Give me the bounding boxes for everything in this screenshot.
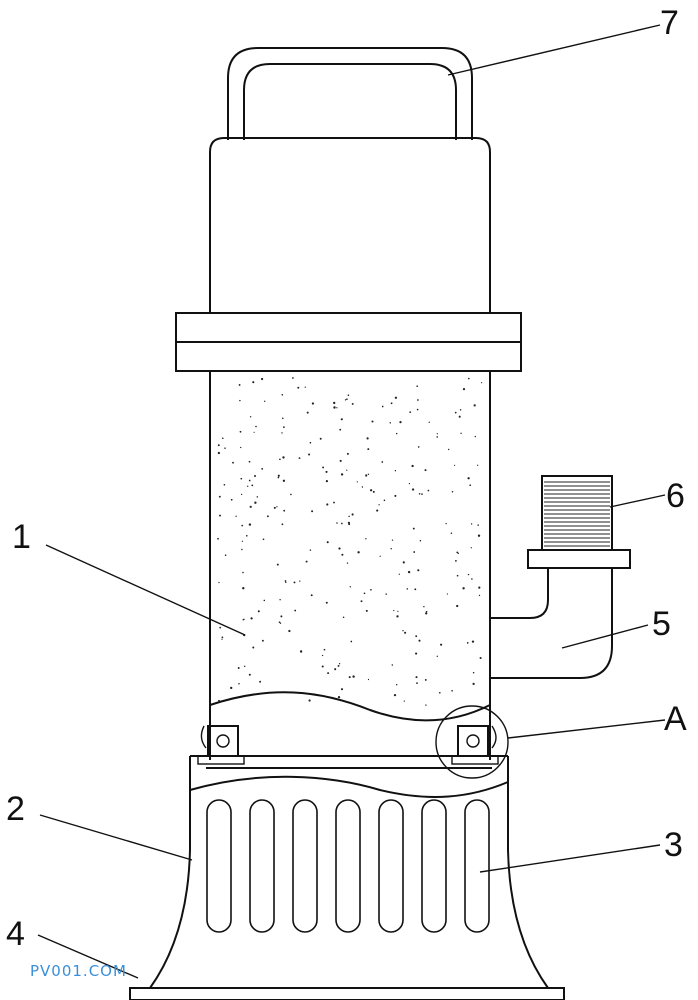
strainer-slots xyxy=(206,799,490,933)
label-6: 6 xyxy=(666,477,685,515)
clamp-left xyxy=(197,725,245,765)
detail-circle-a xyxy=(435,705,509,779)
label-3: 3 xyxy=(664,826,683,864)
outlet-flange xyxy=(527,549,631,569)
threaded-connector xyxy=(541,475,613,551)
label-1: 1 xyxy=(12,518,31,556)
label-2: 2 xyxy=(6,790,25,828)
handle xyxy=(227,47,473,140)
clamp-right xyxy=(451,725,499,765)
label-a: A xyxy=(664,700,687,738)
label-5: 5 xyxy=(652,605,671,643)
flange xyxy=(175,312,522,372)
pump-body xyxy=(209,371,491,760)
motor-housing xyxy=(209,137,491,313)
body-texture xyxy=(217,377,483,706)
leader-lines xyxy=(37,24,666,979)
base-plate xyxy=(129,987,565,1000)
label-7: 7 xyxy=(660,4,679,42)
strainer-base xyxy=(149,755,549,989)
label-4: 4 xyxy=(6,915,25,953)
watermark: PV001.COM xyxy=(30,962,127,980)
outlet-pipe xyxy=(490,568,613,679)
